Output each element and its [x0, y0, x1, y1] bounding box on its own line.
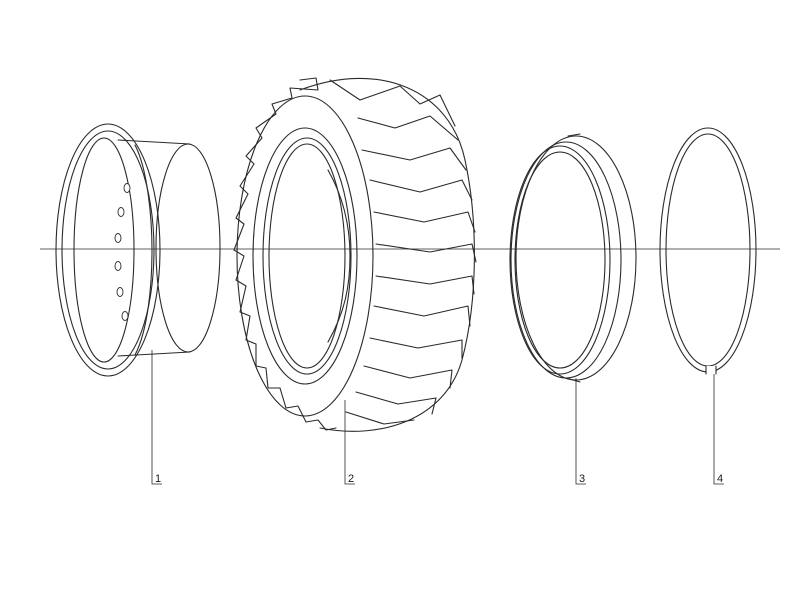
callout-label-3: 3 — [579, 473, 585, 485]
rim-part — [55, 123, 221, 377]
callout-4: 4 — [713, 374, 724, 485]
flange-ring-part — [509, 133, 637, 383]
callout-label-4: 4 — [717, 473, 723, 485]
callout-1: 1 — [151, 350, 162, 485]
callout-2: 2 — [344, 400, 355, 485]
split-ring-part — [659, 127, 757, 375]
tire-part — [233, 77, 477, 432]
callout-3: 3 — [575, 378, 586, 485]
callout-label-2: 2 — [348, 473, 354, 485]
callout-label-1: 1 — [155, 473, 161, 485]
